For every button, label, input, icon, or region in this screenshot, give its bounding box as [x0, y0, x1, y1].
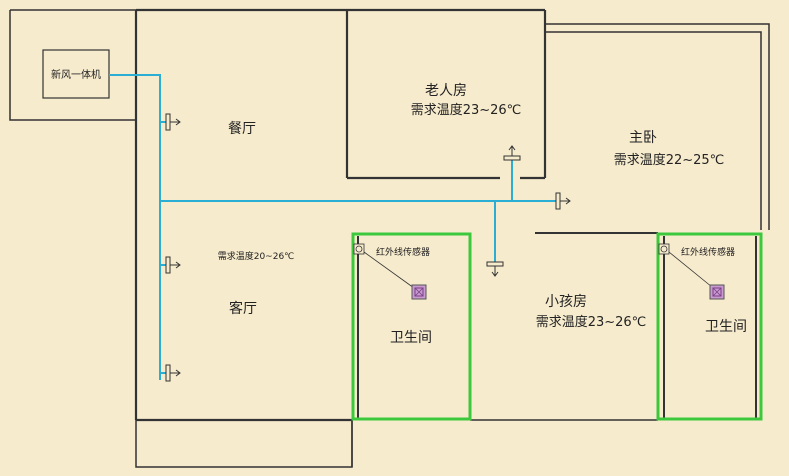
infrared-sensor-icon [709, 284, 725, 300]
vent-outlet-icon [165, 256, 181, 274]
child-room-temp: 需求温度23~26℃ [536, 314, 647, 330]
bathroom-2-border [656, 232, 763, 421]
living-room-temp: 需求温度20~26℃ [218, 250, 295, 262]
vent-outlet-icon [503, 145, 521, 161]
vent-outlet-icon [165, 113, 181, 131]
fresh-air-unit-label: 新风一体机 [51, 68, 101, 81]
master-room-name: 主卧 [629, 130, 657, 146]
dining-room-name: 餐厅 [228, 121, 256, 137]
living-room-name: 客厅 [229, 300, 257, 317]
sensor-indicator-icon [658, 243, 670, 255]
child-room-name: 小孩房 [545, 294, 587, 310]
bath2-sensor-leader [668, 251, 713, 288]
vent-outlet-icon [486, 261, 504, 277]
elder-room-name: 老人房 [425, 83, 467, 99]
bath1-sensor-leader [363, 251, 415, 289]
elder-room-temp: 需求温度23~26℃ [411, 102, 522, 118]
bath2-name: 卫生间 [705, 319, 747, 335]
air-ducts [109, 74, 556, 380]
bathroom-1-border [351, 232, 472, 421]
bath1-name: 卫生间 [390, 330, 432, 346]
vent-outlet-icon [555, 192, 571, 210]
bath2-sensor-label: 红外线传感器 [681, 246, 735, 258]
master-room-temp: 需求温度22~25℃ [614, 152, 725, 168]
fresh-air-unit-box [42, 49, 110, 99]
infrared-sensor-icon [411, 284, 427, 300]
bath1-sensor-label: 红外线传感器 [376, 246, 430, 258]
vent-outlet-icon [165, 364, 181, 382]
walls [9, 8, 770, 468]
sensor-indicator-icon [353, 243, 365, 255]
